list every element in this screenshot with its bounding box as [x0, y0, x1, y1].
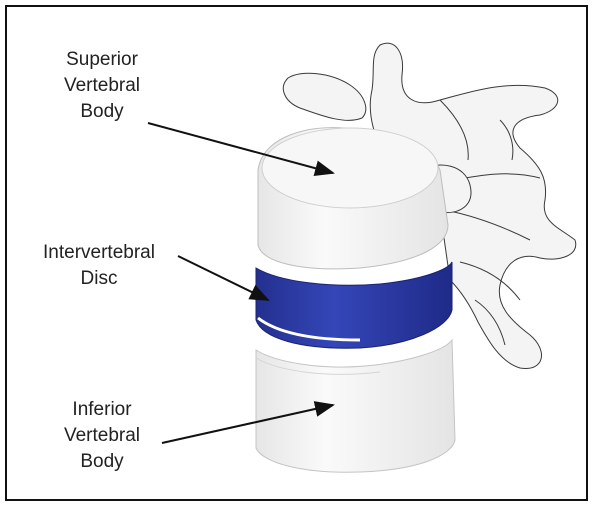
superior-vertebral-body-label: Superior Vertebral Body: [28, 47, 176, 125]
disc-arrow: [178, 256, 268, 300]
inferior-vertebral-body-label: Inferior Vertebral Body: [28, 397, 176, 475]
label-line: Intervertebral: [10, 240, 188, 266]
label-line: Disc: [10, 266, 188, 292]
intervertebral-disc-label: Intervertebral Disc: [10, 240, 188, 292]
label-line: Vertebral: [28, 423, 176, 449]
label-line: Inferior: [28, 397, 176, 423]
inferior-vertebral-body: [256, 340, 455, 472]
label-line: Superior: [28, 47, 176, 73]
label-line: Vertebral: [28, 73, 176, 99]
intervertebral-disc: [256, 262, 452, 348]
label-line: Body: [28, 99, 176, 125]
label-line: Body: [28, 449, 176, 475]
superior-vertebral-body: [258, 128, 448, 269]
